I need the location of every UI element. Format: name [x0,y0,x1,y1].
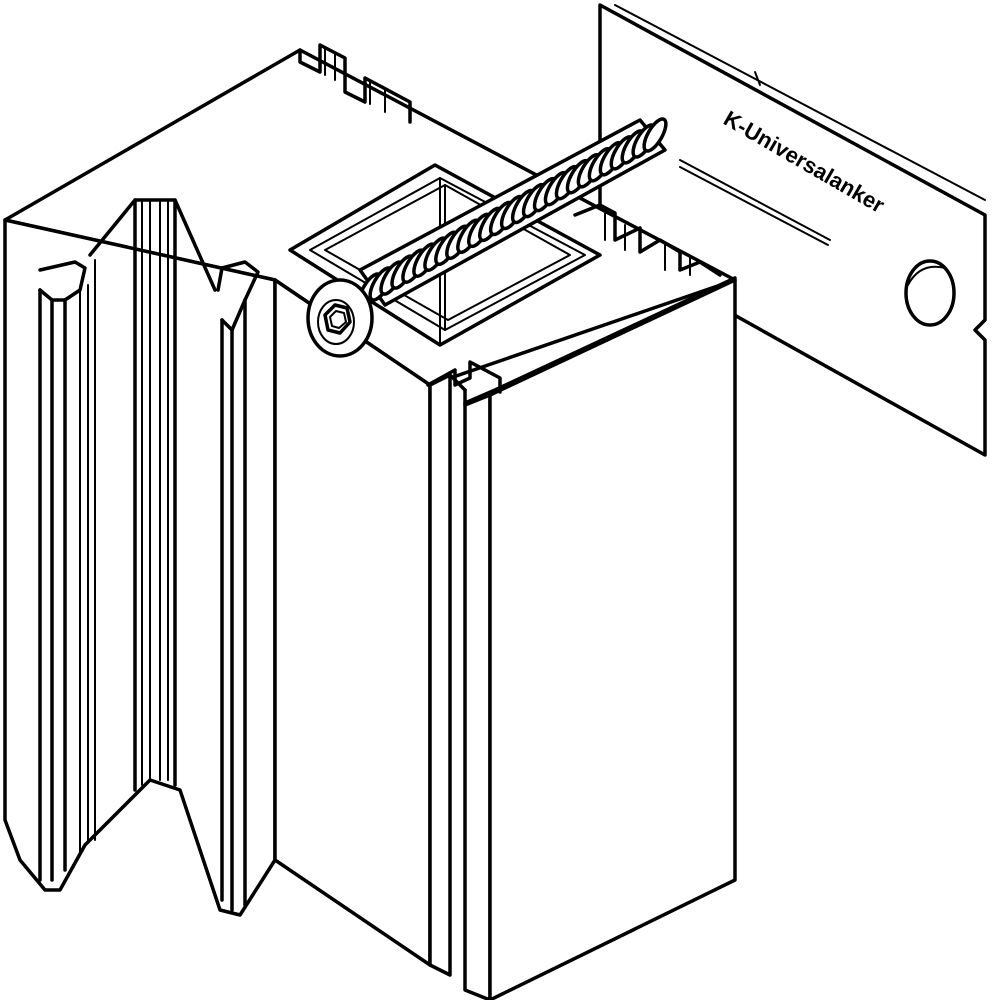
top-back-notches [298,43,412,124]
screw-threads [357,117,668,308]
thread-turn [642,117,668,153]
universal-anchor-plate: K-Universalanker [598,3,987,457]
glazing-groove-right [216,260,260,912]
front-top-notches [426,276,737,405]
center-rib [88,198,217,841]
fastening-screw [306,117,668,358]
top-right-notches [573,203,722,277]
anchor-hole [904,259,956,327]
glazing-groove-left [38,260,89,882]
front-faces [273,278,737,1000]
hex-socket-icon [323,303,352,335]
